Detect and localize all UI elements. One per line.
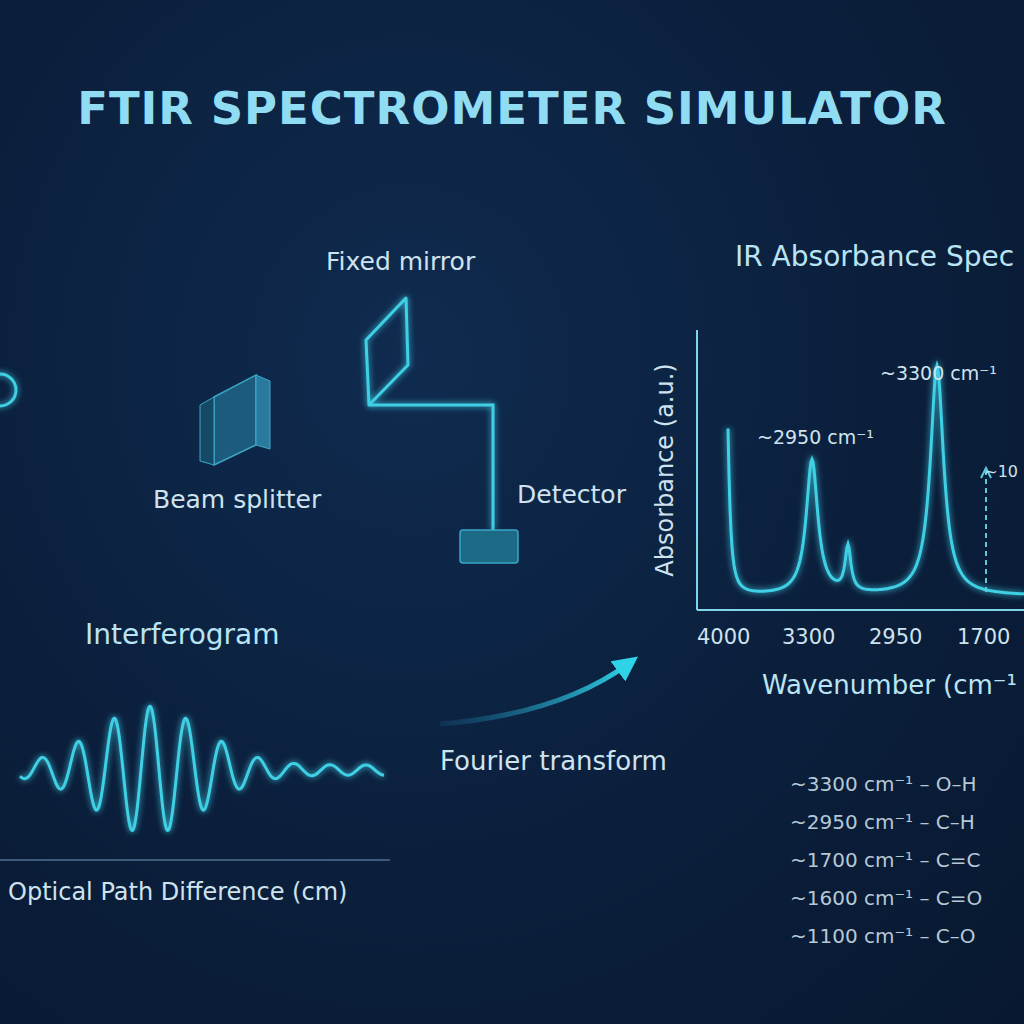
interferogram-wave: [20, 706, 384, 830]
axis-label: Absorbance (a.u.): [651, 363, 679, 576]
spectrum-curve: [728, 365, 1024, 593]
fixed-mirror-shape: [362, 295, 410, 405]
detector: Detector: [460, 530, 518, 563]
tick-label: 3300: [782, 625, 835, 649]
spectrum-line: [728, 365, 1024, 593]
interferogram-plot: [20, 706, 384, 830]
peak-label: ~2950 cm⁻¹: [757, 426, 874, 448]
axis-line: [0, 859, 390, 861]
x-axis: [697, 609, 1024, 611]
light-path: [370, 405, 493, 530]
beam-splitter: Beam splitter: [200, 375, 270, 465]
band-assignment: ~1600 cm⁻¹ – C=O: [790, 886, 982, 910]
page-title: FTIR SPECTROMETER SIMULATOR: [77, 82, 947, 135]
axis-label: Wavenumber (cm⁻¹: [762, 670, 1017, 700]
axis-label: Optical Path Difference (cm): [8, 878, 347, 906]
detector-shape: [460, 530, 518, 563]
component-label: Beam splitter: [153, 485, 321, 514]
peak-marker: [985, 470, 987, 596]
transform-arrow: [440, 664, 628, 724]
component-label: Fixed mirror: [326, 247, 475, 276]
light-path: [270, 394, 362, 397]
beam-splitter-shape: [200, 375, 270, 465]
plot-title: Interferogram: [85, 618, 280, 651]
y-axis: [696, 330, 698, 610]
band-assignment: ~1700 cm⁻¹ – C=C: [790, 848, 980, 872]
peak-label: ~10: [984, 462, 1018, 481]
component-label: Detector: [517, 480, 626, 509]
peak-label: ~3300 cm⁻¹: [880, 362, 997, 384]
band-assignment: ~1100 cm⁻¹ – C–O: [790, 924, 976, 948]
tick-label: 2950: [869, 625, 922, 649]
ir-beam: [16, 394, 205, 397]
ir-source: [0, 374, 16, 406]
tick-label: 1700: [957, 625, 1010, 649]
tick-label: 4000: [697, 625, 750, 649]
fixed-mirror: Fixed mirror: [362, 295, 410, 405]
arrow-label: Fourier transform: [440, 746, 667, 776]
plot-title: IR Absorbance Spec: [735, 240, 1014, 273]
band-assignment: ~2950 cm⁻¹ – C–H: [790, 810, 975, 834]
band-assignment: ~3300 cm⁻¹ – O–H: [790, 772, 977, 796]
